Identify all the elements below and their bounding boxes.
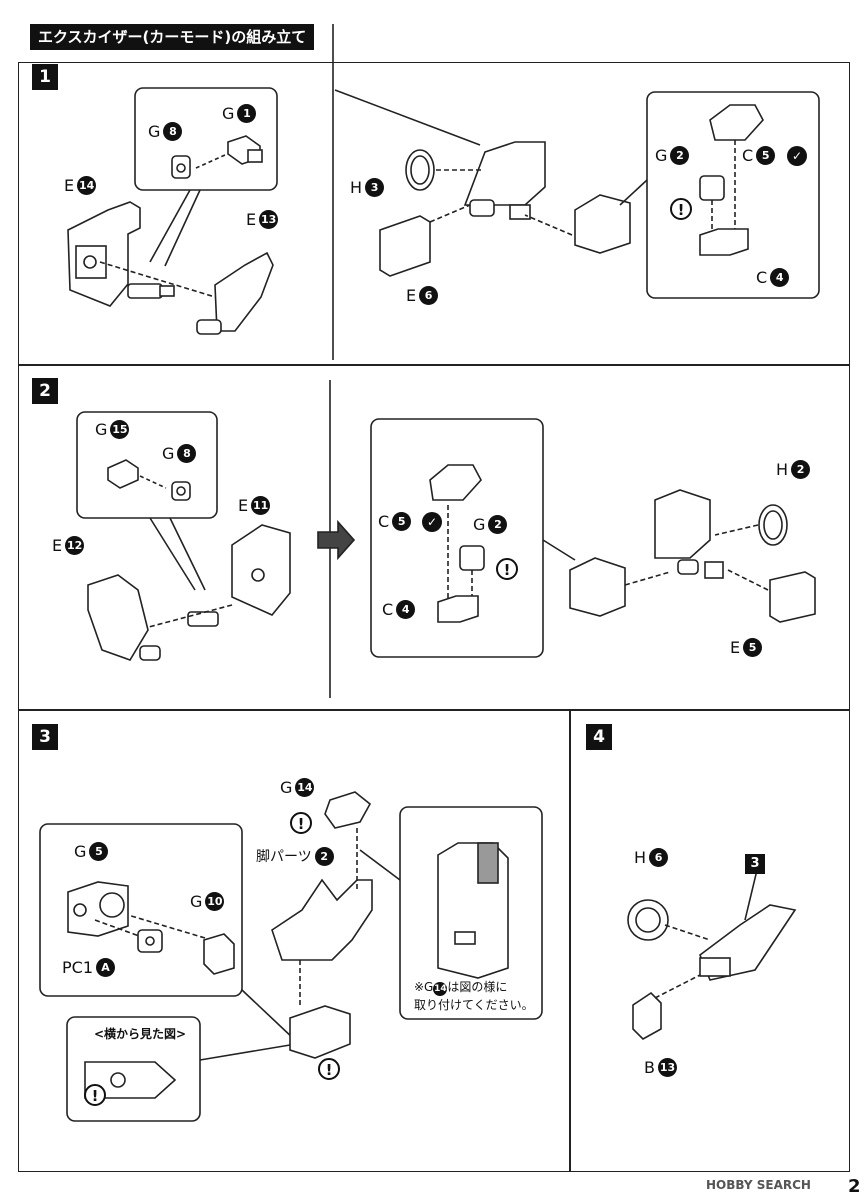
cement-icon: ✓ xyxy=(422,512,442,532)
caution-icon: ! xyxy=(670,198,692,220)
cement-icon: ✓ xyxy=(787,146,807,166)
step-number-1: 1 xyxy=(32,64,58,90)
caution-icon: ! xyxy=(318,1058,340,1080)
caution-icon: ! xyxy=(84,1084,106,1106)
side-view-title: <横から見た図> xyxy=(94,1027,187,1041)
page-title: エクスカイザー(カーモード)の組み立て xyxy=(30,24,315,50)
caution-icon: ! xyxy=(290,812,312,834)
step-number-3: 3 xyxy=(32,724,58,750)
step-number-4: 4 xyxy=(586,724,612,750)
hobby-search-logo: HOBBY SEARCH xyxy=(706,1178,811,1192)
step4-panel xyxy=(570,710,850,1172)
page-number: 2 xyxy=(848,1176,861,1197)
step-number-2: 2 xyxy=(32,378,58,404)
label-step3-ref: 3 xyxy=(745,854,765,874)
caution-icon: ! xyxy=(496,558,518,580)
